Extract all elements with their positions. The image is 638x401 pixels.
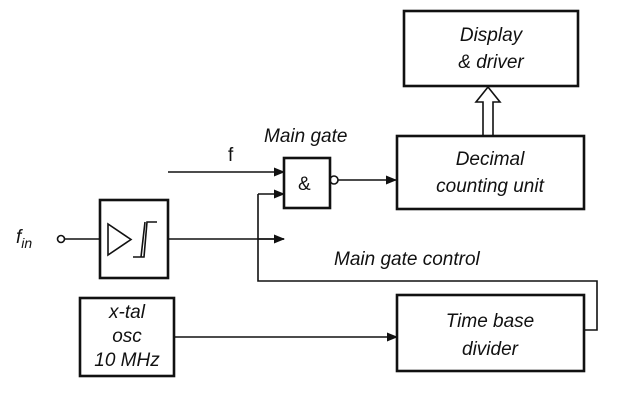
osc-line2: osc [112, 326, 142, 347]
buffer-triangle-icon [107, 222, 133, 257]
hysteresis-icon [133, 221, 157, 258]
osc-line3: 10 MHz [94, 350, 160, 371]
oscillator-block: x-tal osc 10 MHz [78, 296, 176, 378]
display-line1: Display [460, 25, 524, 46]
timebase-block: Time base divider [395, 293, 586, 373]
signal-label: f [228, 145, 234, 166]
timebase-line2: divider [462, 339, 519, 360]
counter-line1: Decimal [456, 149, 525, 170]
osc-line1: x-tal [108, 302, 146, 323]
main-gate: & [282, 156, 339, 210]
control-wire [257, 194, 598, 331]
gate-title: Main gate [264, 126, 347, 147]
input-terminal [56, 234, 66, 244]
input-label: fin [16, 227, 32, 251]
display-line2: & driver [458, 52, 524, 73]
display-block: Display & driver [402, 9, 580, 88]
counter-line2: counting unit [436, 176, 544, 197]
schmitt-trigger-block [98, 198, 170, 280]
bus-arrow [474, 85, 502, 136]
timebase-line1: Time base [446, 311, 535, 332]
gate-symbol: & [298, 174, 311, 195]
control-label: Main gate control [334, 249, 481, 270]
counter-block: Decimal counting unit [395, 134, 586, 211]
